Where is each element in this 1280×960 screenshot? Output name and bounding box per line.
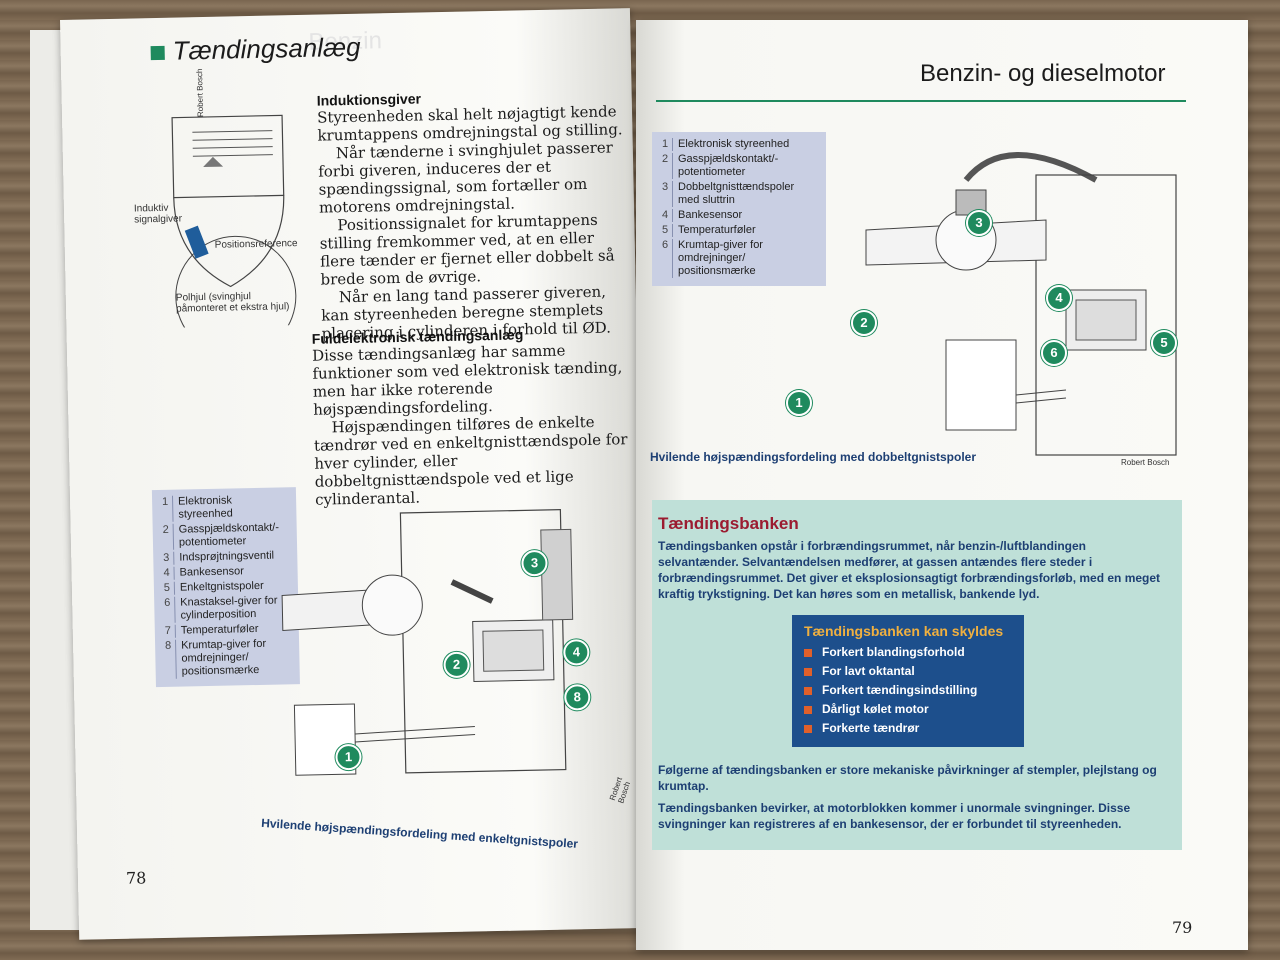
legend-number: 6 xyxy=(160,596,176,624)
legend-number: 1 xyxy=(157,495,174,523)
info-paragraph-1: Tændingsbanken opstår i forbrændingsrumm… xyxy=(658,539,1161,601)
diagram-badge: 1 xyxy=(786,390,812,416)
engine-illustration xyxy=(281,509,574,776)
legend-number: 7 xyxy=(160,624,176,639)
legend-item: 7 Temperaturføler xyxy=(160,622,291,639)
sensor-credit: Robert Bosch xyxy=(195,68,206,118)
legend-text: Temperaturføler xyxy=(678,224,756,236)
legend-text: Dobbeltgnisttændspoler med sluttrin xyxy=(678,181,795,206)
legend-text: Temperaturføler xyxy=(180,622,259,637)
legend-number: 6 xyxy=(658,239,673,278)
info-title: Tændingsbanken xyxy=(658,514,799,533)
right-page: Benzin- og dieselmotor 1 Elektronisk styr… xyxy=(636,20,1248,950)
diagram-badge: 2 xyxy=(851,310,877,336)
right-diagram-caption: Hvilende højspændingsfordeling med dobbe… xyxy=(650,450,977,464)
legend-number: 3 xyxy=(159,551,175,566)
cause-item: Forkert tændingsindstilling xyxy=(804,681,1012,700)
knock-info-box: Tændingsbanken Tændingsbanken opstår i f… xyxy=(652,500,1182,850)
legend-text: Bankesensor xyxy=(179,565,244,579)
left-diagram-caption: Hvilende højspændingsfordeling med enkel… xyxy=(260,815,579,851)
label-induktiv-signalgiver: Induktiv signalgiver xyxy=(133,202,183,226)
legend-number: 2 xyxy=(158,523,175,551)
legend-item: 3 Indsprøjtningsventil xyxy=(159,549,289,566)
cause-item: For lavt oktantal xyxy=(804,662,1012,681)
info-paragraph-2: Følgerne af tændingsbanken er store meka… xyxy=(658,763,1157,793)
legend-text: Bankesensor xyxy=(678,209,743,221)
legend-number: 3 xyxy=(658,181,673,207)
section-induktionsgiver: Induktionsgiver Styreenheden skal helt n… xyxy=(317,86,632,342)
cause-item: Forkerte tændrør xyxy=(804,719,1012,738)
paragraph: Når tænderne i svinghjulet passerer forb… xyxy=(318,138,614,217)
legend-number: 5 xyxy=(658,224,673,237)
title-rule xyxy=(656,100,1186,102)
diagram-badge: 4 xyxy=(1046,285,1072,311)
engine-illustration xyxy=(865,152,1177,456)
legend-number: 8 xyxy=(161,639,177,680)
left-page-title: Tændingsanlæg xyxy=(150,32,360,67)
left-page-number: 78 xyxy=(125,868,147,888)
legend-number: 4 xyxy=(159,566,175,581)
legend-item: 4 Bankesensor xyxy=(658,209,818,222)
legend-number: 1 xyxy=(658,138,673,151)
section-fuldelektronisk: Fuldelektronisk tændingsanlæg Disse tænd… xyxy=(311,324,636,508)
legend-item: 5 Temperaturføler xyxy=(658,224,818,237)
right-page-number: 79 xyxy=(1172,918,1193,937)
diagram-credit: Robert Bosch xyxy=(1121,458,1170,467)
right-page-title: Benzin- og dieselmotor xyxy=(920,60,1166,87)
legend-number: 2 xyxy=(658,153,673,179)
causes-box: Tændingsbanken kan skyldes Forkert bland… xyxy=(792,615,1024,747)
sensor-figure: Robert Bosch Induktiv signalgiver Positi… xyxy=(132,69,307,357)
legend-text: Krumtap-giver for omdrejninger/ position… xyxy=(678,239,763,277)
legend-text: Enkeltgnistspoler xyxy=(179,579,264,594)
causes-title: Tændingsbanken kan skyldes xyxy=(804,623,1004,639)
legend-item: 1 Elektronisk styreenhed xyxy=(658,138,818,151)
diagram-badge: 3 xyxy=(966,210,992,236)
legend-text: Indsprøjtningsventil xyxy=(179,549,275,564)
info-paragraph-3: Tændingsbanken bevirker, at motorblokken… xyxy=(658,801,1131,831)
legend-number: 5 xyxy=(159,581,176,596)
label-polhjul: Polhjul (svinghjul påmonteret et ekstra … xyxy=(175,291,290,315)
right-engine-diagram: 1 2 3 4 5 6 Robert Bosch xyxy=(766,140,1186,467)
left-page: Benzin Tændingsanlæg Robert Bosch Indukt… xyxy=(60,8,650,940)
legend-number: 4 xyxy=(658,209,673,222)
legend-item: 4 Bankesensor xyxy=(159,564,289,581)
legend-text: Gasspjældskontakt/- potentiometer xyxy=(678,153,779,178)
legend-text: Elektronisk styreenhed xyxy=(678,138,790,150)
diagram-badge: 6 xyxy=(1041,340,1067,366)
paragraph: Positionssignalet for krumtappens stilli… xyxy=(319,210,615,289)
cause-item: Forkert blandingsforhold xyxy=(804,643,1012,662)
paragraph: Disse tændingsanlæg har samme funktioner… xyxy=(311,341,623,419)
diagram-badge: 5 xyxy=(1151,330,1177,356)
cause-item: Dårligt kølet motor xyxy=(804,700,1012,719)
label-positionsreference: Positionsreference xyxy=(214,238,298,251)
left-engine-diagram: 1234578 Robert Bosch xyxy=(270,488,650,805)
